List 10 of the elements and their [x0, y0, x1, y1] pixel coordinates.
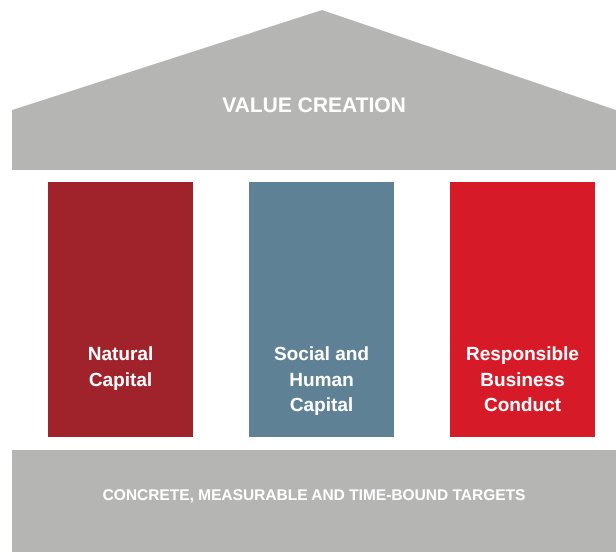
pillar: [48, 182, 193, 437]
label-text: Responsible Business Conduct: [465, 343, 580, 418]
label-text: Social and Human Capital: [272, 343, 370, 418]
pillar: [249, 182, 394, 437]
label-text: CONCRETE, MEASURABLE AND TIME-BOUND TARGETS: [102, 486, 526, 506]
label-text: VALUE CREATION: [221, 93, 407, 119]
roof-banner: [12, 10, 616, 170]
label-text: Natural Capital: [86, 343, 154, 393]
foundation-base: [12, 450, 616, 552]
pillar: [450, 182, 595, 437]
